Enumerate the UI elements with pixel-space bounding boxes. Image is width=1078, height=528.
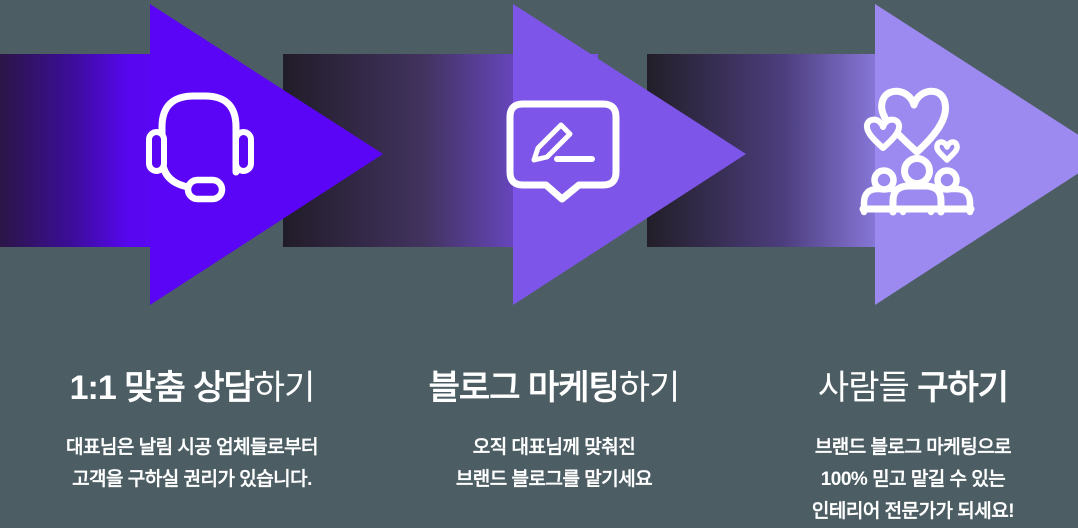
speech-bubble-pencil-icon xyxy=(506,100,620,203)
step-3-description-line-1: 브랜드 블로그 마케팅으로 xyxy=(814,437,1012,458)
step-2-title-emphasis: 블로그 마케팅 xyxy=(428,369,620,407)
step-1-text-block: 1:1 맞춤 상담하기 대표님은 날림 시공 업체들로부터 고객을 구하실 권리… xyxy=(22,368,362,496)
step-3-description-line-3: 인테리어 전문가가 되세요! xyxy=(811,501,1015,522)
arrow-1-head xyxy=(150,4,383,305)
step-1-description: 대표님은 날림 시공 업체들로부터 고객을 구하실 권리가 있습니다. xyxy=(22,432,362,496)
arrow-3-head xyxy=(875,4,1078,305)
left-person-head xyxy=(871,167,897,193)
step-1-title-emphasis: 1:1 맞춤 상담 xyxy=(69,369,255,407)
people-hearts-icon xyxy=(859,87,975,216)
headset-icon xyxy=(146,92,254,203)
step-1-title-rest: 하기 xyxy=(253,369,316,407)
step-3-text-block: 사람들 구하기 브랜드 블로그 마케팅으로 100% 믿고 맡길 수 있는 인테… xyxy=(743,368,1078,528)
step-3-title-rest: 사람들 xyxy=(817,369,910,407)
arrow-1-tail xyxy=(0,54,160,247)
step-2-description-line-2: 브랜드 블로그를 맡기세요 xyxy=(455,469,653,490)
center-person-head xyxy=(901,155,933,187)
big-heart-glyph xyxy=(878,87,950,156)
step-3-description-line-2: 100% 믿고 맡길 수 있는 xyxy=(820,469,1006,490)
step-3-description: 브랜드 블로그 마케팅으로 100% 믿고 맡길 수 있는 인테리어 전문가가 … xyxy=(743,432,1078,528)
small-heart-glyph xyxy=(863,116,903,151)
tiny-heart-glyph xyxy=(934,139,960,163)
pencil-glyph xyxy=(531,122,573,163)
step-3-title: 사람들 구하기 xyxy=(743,368,1078,408)
step-3-title-emphasis: 구하기 xyxy=(908,369,1009,407)
right-person-head xyxy=(934,167,960,193)
step-2-description: 오직 대표님께 맞춰진 브랜드 블로그를 맡기세요 xyxy=(384,432,724,496)
step-2-text-block: 블로그 마케팅하기 오직 대표님께 맞춰진 브랜드 블로그를 맡기세요 xyxy=(384,368,724,496)
step-2-title: 블로그 마케팅하기 xyxy=(384,368,724,408)
step-1-description-line-2: 고객을 구하실 권리가 있습니다. xyxy=(72,469,312,490)
step-2-title-rest: 하기 xyxy=(618,369,681,407)
step-1-title: 1:1 맞춤 상담하기 xyxy=(22,368,362,408)
step-1-description-line-1: 대표님은 날림 시공 업체들로부터 xyxy=(65,437,319,458)
step-2-description-line-1: 오직 대표님께 맞춰진 xyxy=(472,437,636,458)
arrow-2-head xyxy=(513,4,746,305)
